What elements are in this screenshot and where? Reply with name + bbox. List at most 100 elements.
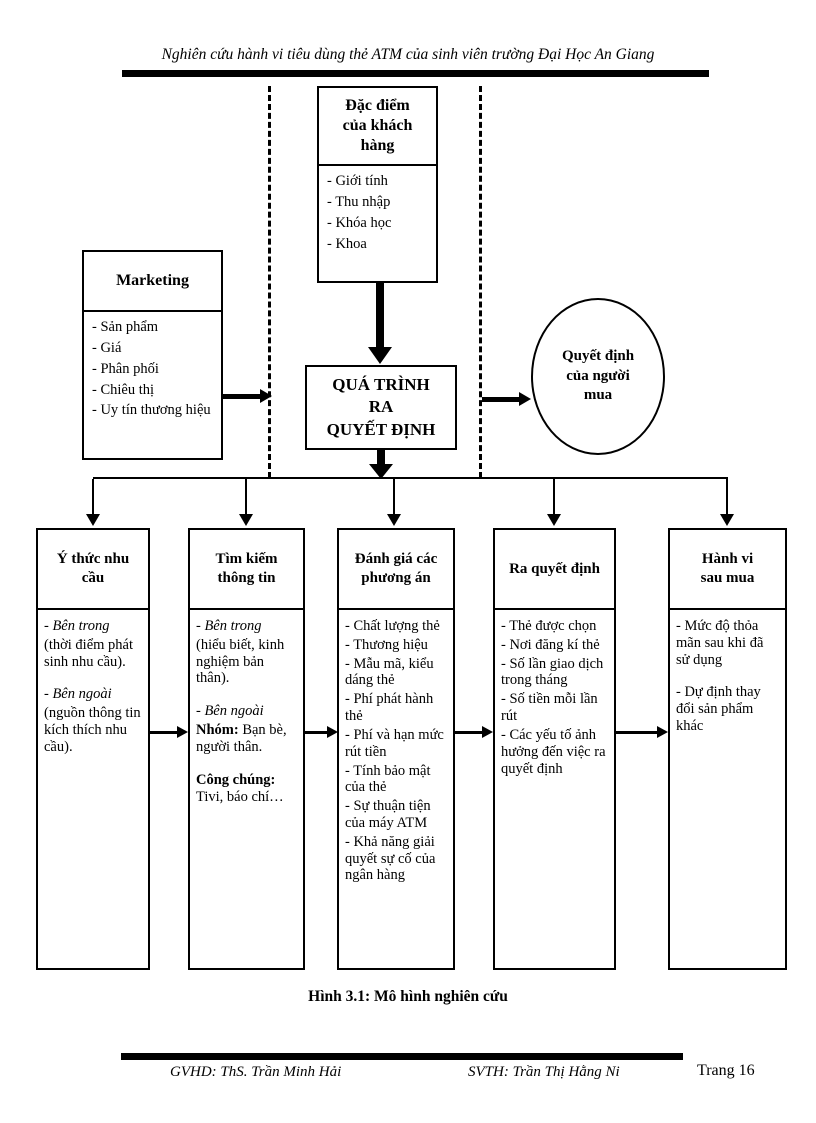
stage-box-post-purchase: Hành vi sau mua - Mức độ thỏa mãn sau kh… bbox=[668, 528, 787, 970]
drop-line-stage-2 bbox=[245, 479, 247, 514]
arrow-stage4-to-stage5-shaft bbox=[616, 731, 657, 734]
stage-body: - Bên trong (hiểu biết, kinh nghiệm bản t… bbox=[190, 610, 303, 815]
stage-body-line: (thời điểm phát sinh nhu cầu). bbox=[44, 636, 134, 670]
list-item: - Giá bbox=[92, 339, 122, 356]
list-item: - Uy tín thương hiệu bbox=[92, 402, 211, 419]
stage-body-line: - Chất lượng thẻ bbox=[345, 618, 440, 634]
stage-body-line: - Mức độ thỏa mãn sau khi đã sử dụng bbox=[676, 618, 764, 668]
arrow-stage3-to-stage4-head bbox=[482, 726, 493, 738]
stage-body-line: - Bên trong bbox=[196, 618, 262, 634]
drop-line-stage-5 bbox=[726, 479, 728, 514]
dashed-separator-left bbox=[268, 86, 271, 478]
drop-line-stage-1 bbox=[92, 479, 94, 514]
drop-arrow-stage-2 bbox=[239, 514, 253, 526]
list-item: - Thu nhập bbox=[327, 193, 391, 210]
stage-body-line: Nhóm: Bạn bè, người thân. bbox=[196, 722, 287, 755]
drop-arrow-stage-3 bbox=[387, 514, 401, 526]
customer-box-items: - Giới tính - Thu nhập - Khóa học - Khoa bbox=[319, 166, 436, 261]
footer-rule bbox=[121, 1053, 683, 1060]
stage-body-line: - Sự thuận tiện của máy ATM bbox=[345, 798, 431, 831]
marketing-box-items: - Sản phẩm - Giá - Phân phối - Chiêu thị - U… bbox=[84, 312, 221, 428]
stage-body-line: - Phí phát hành thẻ bbox=[345, 691, 434, 725]
stage-body-line: - Thương hiệu bbox=[345, 636, 428, 653]
stage-body: - Thẻ được chọn- Nơi đăng kí thẻ- Số lần… bbox=[495, 610, 614, 787]
list-item: - Khoa bbox=[327, 235, 367, 252]
arrow-stage2-to-stage3-head bbox=[327, 726, 338, 738]
stages-connector-line bbox=[93, 477, 728, 479]
stage-body-line: (nguồn thông tin kích thích nhu cầu). bbox=[44, 705, 141, 755]
buyer-decision-label: Quyết định của người mua bbox=[561, 348, 635, 404]
stage-body-line: - Bên ngoài bbox=[196, 703, 264, 720]
stage-body: - Bên trong (thời điểm phát sinh nhu cầu)… bbox=[38, 610, 148, 766]
list-item: - Sản phẩm bbox=[92, 319, 159, 335]
stage-body-line: Công chúng: Tivi, báo chí… bbox=[196, 771, 284, 805]
drop-line-stage-4 bbox=[553, 479, 555, 514]
arrow-stage4-to-stage5-head bbox=[657, 726, 668, 738]
spacer bbox=[196, 689, 297, 703]
spacer bbox=[676, 670, 779, 684]
stage-body: - Chất lượng thẻ - Thương hiệu - Mẫu mã, k… bbox=[339, 610, 453, 894]
marketing-box: Marketing - Sản phẩm - Giá - Phân phối - Ch… bbox=[82, 250, 223, 460]
stage-body-line: - Số lần giao dịch trong tháng bbox=[501, 655, 604, 689]
stage-title: Tìm kiếm thông tin bbox=[190, 530, 303, 610]
stage-body-line: - Phí và hạn mức rút tiền bbox=[345, 726, 444, 760]
arrow-customer-to-process-head bbox=[368, 347, 392, 364]
spacer bbox=[196, 758, 297, 772]
list-item: - Khóa học bbox=[327, 214, 392, 231]
dashed-separator-right bbox=[479, 86, 482, 478]
decision-process-box: QUÁ TRÌNH RA QUYẾT ĐỊNH bbox=[305, 365, 457, 450]
stage-body-line: - Khả năng giải quyết sự cố của ngân hàn… bbox=[345, 833, 436, 884]
buyer-decision-ellipse: Quyết định của người mua bbox=[531, 298, 665, 455]
list-item: - Giới tính bbox=[327, 173, 388, 189]
arrow-process-to-decision-shaft bbox=[482, 397, 519, 402]
stage-title: Ý thức nhu cầu bbox=[38, 530, 148, 610]
stage-body-line: - Thẻ được chọn bbox=[501, 618, 597, 634]
arrow-stage1-to-stage2-head bbox=[177, 726, 188, 738]
stage-body-line: - Bên ngoài bbox=[44, 686, 112, 703]
stage-title: Ra quyết định bbox=[495, 530, 614, 610]
footer-page-number: Trang 16 bbox=[697, 1062, 755, 1079]
process-box-line: QUYẾT ĐỊNH bbox=[326, 419, 436, 439]
arrow-marketing-to-process-head bbox=[260, 389, 272, 403]
customer-box-title: Đặc điểm của khách hàng bbox=[319, 88, 436, 166]
arrow-marketing-to-process-shaft bbox=[223, 394, 260, 399]
arrow-process-to-stages-shaft bbox=[377, 450, 385, 464]
list-item: - Chiêu thị bbox=[92, 381, 155, 398]
stage-box-information-search: Tìm kiếm thông tin - Bên trong (hiểu biết… bbox=[188, 528, 305, 970]
figure-caption: Hình 3.1: Mô hình nghiên cứu bbox=[308, 988, 508, 1005]
page-header-title: Nghiên cứu hành vi tiêu dùng thẻ ATM của… bbox=[161, 46, 655, 63]
process-box-line: RA bbox=[368, 397, 394, 417]
process-box-line: QUÁ TRÌNH bbox=[332, 375, 430, 395]
arrow-customer-to-process-shaft bbox=[376, 283, 384, 347]
marketing-box-title: Marketing bbox=[84, 252, 221, 312]
stage-box-evaluation: Đánh giá các phương án - Chất lượng thẻ-… bbox=[337, 528, 455, 970]
stage-body-line: - Số tiền mỗi lần rút bbox=[501, 691, 598, 725]
arrow-process-to-decision-head bbox=[519, 392, 531, 406]
stage-body-line: - Dự định thay đổi sản phẩm khác bbox=[676, 684, 761, 735]
customer-characteristics-box: Đặc điểm của khách hàng - Giới tính - Thu… bbox=[317, 86, 438, 283]
drop-arrow-stage-5 bbox=[720, 514, 734, 526]
stage-body: - Mức độ thỏa mãn sau khi đã sử dụng - Dự… bbox=[670, 610, 785, 745]
arrow-stage2-to-stage3-shaft bbox=[305, 731, 327, 734]
stage-body-line: - Các yếu tố ảnh hưởng đến việc ra quyết… bbox=[501, 726, 606, 777]
stage-body-line: - Mẫu mã, kiểu dáng thẻ bbox=[345, 655, 434, 689]
footer-advisor: GVHD: ThS. Trần Minh Hải bbox=[170, 1064, 342, 1080]
stage-title: Đánh giá các phương án bbox=[339, 530, 453, 610]
header-rule bbox=[122, 70, 709, 77]
stage-title: Hành vi sau mua bbox=[670, 530, 785, 610]
drop-arrow-stage-4 bbox=[547, 514, 561, 526]
drop-arrow-stage-1 bbox=[86, 514, 100, 526]
arrow-stage1-to-stage2-shaft bbox=[150, 731, 177, 734]
stage-body-line: (hiểu biết, kinh nghiệm bản thân). bbox=[196, 636, 285, 687]
stage-body-line: - Tính bảo mật của thẻ bbox=[345, 762, 431, 796]
list-item: - Phân phối bbox=[92, 360, 159, 377]
footer-student: SVTH: Trần Thị Hằng Ni bbox=[468, 1064, 620, 1080]
arrow-stage3-to-stage4-shaft bbox=[455, 731, 482, 734]
drop-line-stage-3 bbox=[393, 479, 395, 514]
spacer bbox=[44, 672, 142, 686]
stage-body-line: - Bên trong bbox=[44, 618, 110, 634]
stage-box-decision: Ra quyết định - Thẻ được chọn- Nơi đăng … bbox=[493, 528, 616, 970]
arrow-process-to-stages-head bbox=[369, 464, 393, 479]
stage-box-need-recognition: Ý thức nhu cầu - Bên trong (thời điểm phá… bbox=[36, 528, 150, 970]
